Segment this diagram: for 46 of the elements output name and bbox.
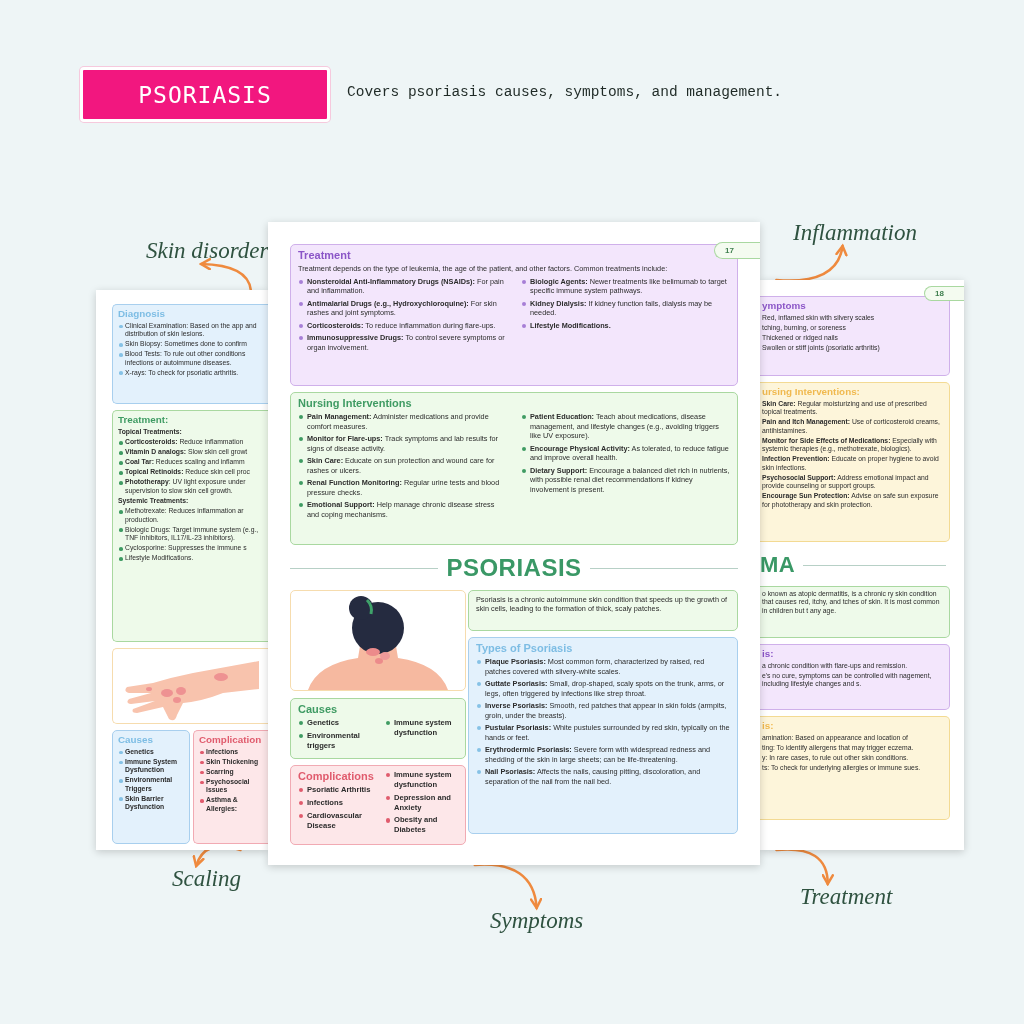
callout-label: Treatment — [800, 884, 893, 910]
subtitle-text: Covers psoriasis causes, symptoms, and management. — [347, 84, 783, 100]
card-heading: ursing Interventions: — [762, 386, 861, 398]
card-heading: Nursing Interventions — [298, 397, 413, 411]
info-card — [290, 392, 738, 545]
info-card — [760, 586, 950, 638]
page-heading: MA — [760, 552, 796, 578]
info-card — [112, 410, 268, 642]
info-card — [760, 382, 950, 542]
info-card — [290, 244, 738, 386]
worksheet-page — [96, 290, 268, 850]
card-heading: Complication — [199, 734, 263, 746]
curved-arrow — [775, 244, 847, 282]
card-heading: is: — [762, 720, 775, 732]
callout-label: Skin disorder — [146, 238, 269, 264]
info-card — [468, 637, 738, 834]
info-card — [760, 644, 950, 710]
worksheet-page — [268, 222, 760, 865]
info-card — [468, 590, 738, 631]
title-badge: PSORIASIS — [80, 67, 330, 122]
info-card — [290, 698, 466, 759]
info-card — [290, 765, 466, 845]
card-heading: Causes — [298, 703, 339, 717]
info-card — [760, 716, 950, 820]
info-card — [193, 730, 268, 844]
card-heading: Treatment: — [118, 414, 170, 426]
callout-label: Scaling — [172, 866, 241, 892]
info-card — [760, 296, 950, 376]
card-heading: Types of Psoriasis — [476, 642, 574, 656]
curved-arrow — [775, 848, 834, 886]
card-heading: Diagnosis — [118, 308, 167, 320]
curved-arrow — [199, 258, 253, 292]
illustration-card — [112, 648, 268, 724]
card-heading: is: — [762, 648, 775, 660]
info-card — [112, 304, 268, 404]
illustration-card — [290, 590, 466, 691]
info-card — [112, 730, 190, 844]
callout-label: Symptoms — [490, 908, 584, 934]
page-number-tab: 17 — [714, 242, 760, 259]
page-number-tab: 18 — [924, 286, 964, 301]
worksheet-page — [760, 280, 964, 850]
curved-arrow — [473, 863, 542, 910]
card-heading: ymptoms — [762, 300, 807, 312]
card-heading: Causes — [118, 734, 155, 746]
page-heading: PSORIASIS — [446, 554, 582, 582]
callout-label: Inflammation — [793, 220, 917, 246]
